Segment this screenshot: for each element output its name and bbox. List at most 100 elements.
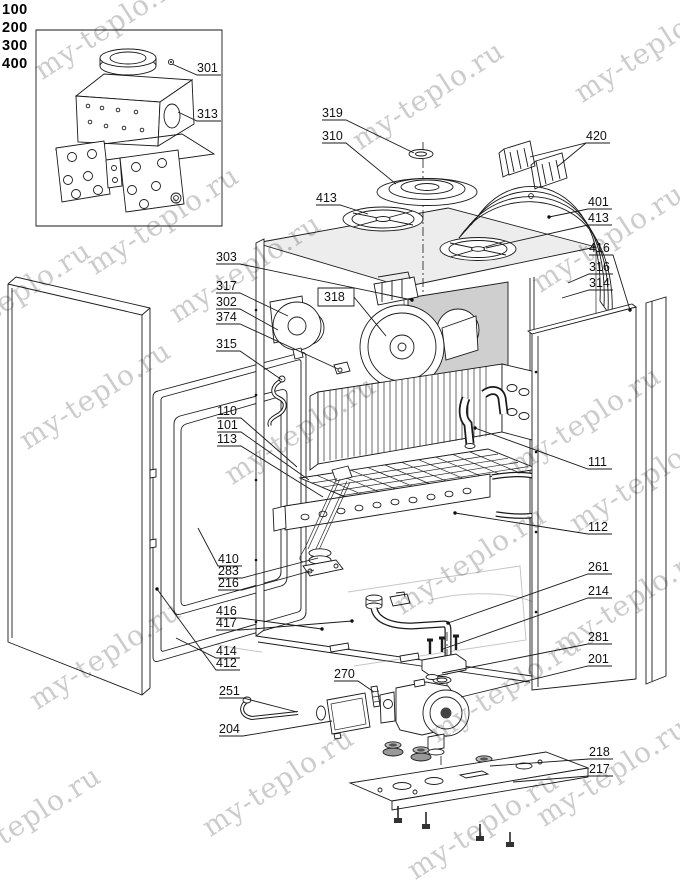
ignition-electrodes: [300, 466, 352, 562]
part-number-label: 416: [589, 241, 610, 255]
callout-413: 413: [316, 191, 368, 214]
part-number-label: 410: [218, 552, 239, 566]
part-number-label: 281: [588, 630, 609, 644]
part-number-label: 420: [586, 129, 607, 143]
part-number-label: 401: [588, 195, 609, 209]
part-number-label: 112: [588, 520, 608, 534]
left-side-panel: [8, 277, 150, 695]
part-number-label: 414: [216, 644, 237, 658]
part-number-label: 310: [322, 129, 343, 143]
callout-310: 310: [322, 129, 396, 184]
callout-113: 113: [217, 432, 323, 497]
callout-314: 314: [562, 276, 613, 298]
hydraulic-manifold: [350, 742, 588, 847]
model-number: 400: [2, 56, 28, 72]
part-number-label: 318: [324, 290, 345, 304]
part-number-label: 301: [197, 61, 218, 75]
callout-316: 316: [568, 260, 613, 283]
callout-410: 410: [198, 528, 242, 566]
callout-319: 319: [322, 106, 414, 153]
part-number-label: 417: [216, 616, 237, 630]
sight-glass: [303, 549, 343, 576]
part-number-label: 303: [216, 250, 237, 264]
hx-header: [502, 364, 536, 441]
callout-layer: 301 313 319 310 413 420 401 413 416 316 314 303 317 3…: [155, 61, 632, 782]
part-number-label: 270: [334, 667, 355, 681]
control-box-204: [317, 693, 371, 739]
callout-413: 413: [486, 211, 612, 248]
part-number-label: 317: [216, 279, 237, 293]
callout-412: 412: [155, 587, 240, 670]
part-number-label: 316: [589, 260, 610, 274]
part-number-label: 315: [216, 337, 237, 351]
callout-214: 214: [443, 584, 612, 649]
air-pressure-switch: [270, 296, 324, 359]
callout-374: 374: [216, 310, 338, 369]
part-number-label: 204: [219, 722, 240, 736]
callout-101: 101: [217, 418, 309, 480]
callout-281: 281: [442, 630, 612, 673]
callout-110: 110: [217, 404, 297, 467]
insulation-panels: [56, 141, 184, 212]
part-number-label: 251: [219, 684, 240, 698]
part-number-label: 283: [218, 564, 239, 578]
callout-283: 283: [218, 558, 318, 578]
callout-401: 401: [547, 195, 612, 219]
pipe-315: [269, 376, 285, 426]
callout-112: 112: [453, 511, 612, 534]
mounting-brackets-420: [499, 141, 567, 198]
part-number-label: 412: [216, 656, 237, 670]
callout-111: 111: [473, 426, 612, 469]
bracket-374: [334, 362, 350, 374]
callout-251: 251: [219, 684, 297, 712]
fan-grille-right: [440, 238, 516, 261]
part-number-label: 101: [217, 418, 238, 432]
vent-flap-313: [164, 104, 180, 128]
callout-414: 414: [176, 638, 240, 658]
fan-assembly: [360, 272, 478, 389]
screw-270: [371, 686, 381, 707]
callout-204: 204: [219, 721, 332, 736]
callout-315: 315: [216, 337, 282, 380]
callout-417: 417: [216, 616, 354, 630]
callout-270: 270: [334, 667, 374, 692]
gas-valve: [380, 675, 469, 773]
part-number-label: 413: [316, 191, 337, 205]
part-number-label: 217: [589, 762, 610, 776]
diagram-line-art: 301 313 319 310 413 420 401 413 416 316 314 303 317 3…: [0, 0, 680, 847]
model-number: 300: [2, 38, 28, 54]
part-number-label: 302: [216, 295, 237, 309]
flue-gasket-319: [409, 150, 433, 159]
callout-416: 416: [589, 241, 632, 312]
hx-pipes-111: [463, 391, 504, 449]
flue-arc-duct: [459, 186, 612, 318]
pipe-assembly-261: [366, 592, 466, 686]
part-number-label: 319: [322, 106, 343, 120]
part-number-label: 413: [588, 211, 609, 225]
part-number-label: 201: [588, 652, 609, 666]
door-hinge: [150, 469, 156, 478]
part-number-label: 218: [589, 745, 610, 759]
model-number: 200: [2, 20, 28, 36]
callout-261: 261: [446, 560, 612, 625]
callout-317: 317: [216, 279, 288, 316]
part-number-label: 416: [216, 604, 237, 618]
callout-313: 313: [178, 107, 221, 121]
part-number-label: 214: [588, 584, 609, 598]
part-number-label: 261: [588, 560, 609, 574]
inset-detail-box: [36, 30, 222, 226]
callout-420: 420: [530, 129, 610, 167]
flue-adapter: [377, 142, 477, 302]
part-number-label: 110: [217, 404, 237, 418]
part-number-label: 111: [588, 455, 607, 469]
right-side-panel: [528, 304, 636, 690]
fan-grille-left: [343, 207, 423, 231]
part-number-label: 314: [589, 276, 610, 290]
callout-318: 318: [318, 288, 386, 336]
part-number-label: 113: [217, 432, 237, 446]
part-number-label: 313: [197, 107, 218, 121]
bolt-301: [168, 59, 173, 64]
part-number-label: 216: [218, 576, 239, 590]
